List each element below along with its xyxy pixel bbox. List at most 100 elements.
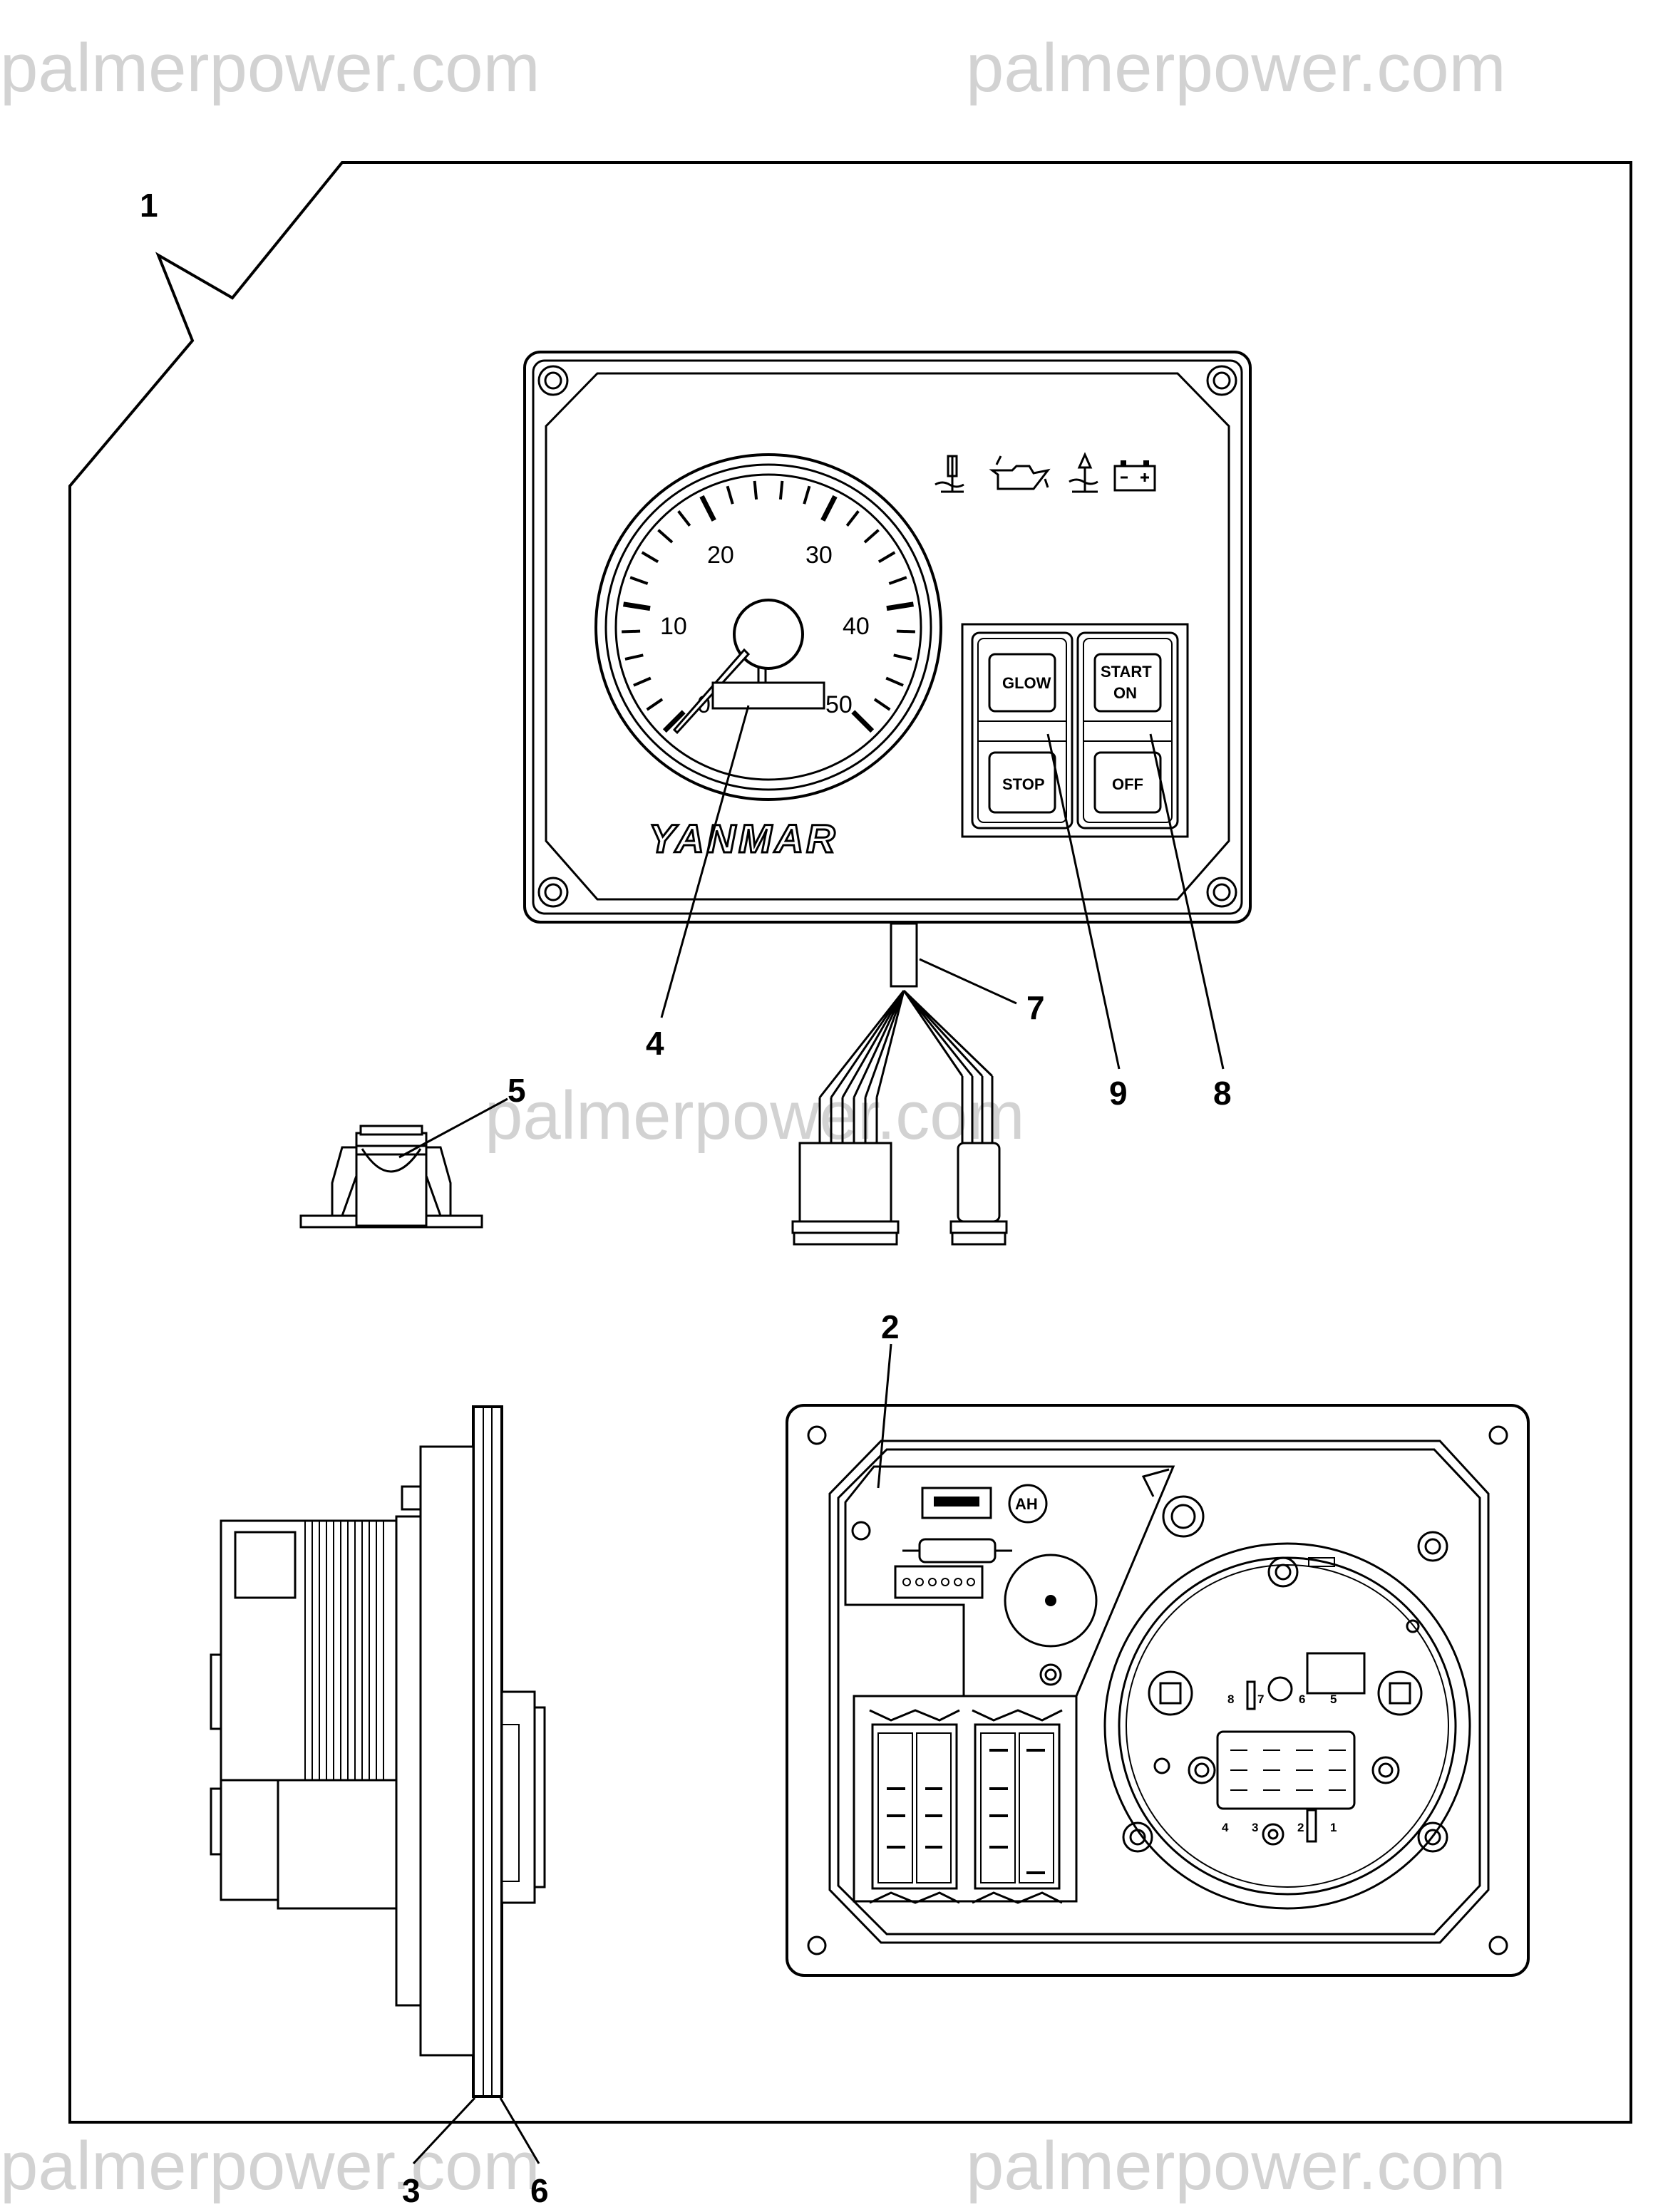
circuit-board: [844, 1465, 1175, 1697]
watermark-bottom-right: palmerpower.com: [966, 2128, 1506, 2204]
dial-tick: [633, 676, 652, 687]
dial-tick: [893, 653, 912, 661]
terminal-label-1: 1: [1330, 1821, 1337, 1834]
rear-panel: AH: [786, 1404, 1530, 1977]
gauge-needle: [672, 648, 751, 735]
callout-9: 9: [1109, 1075, 1128, 1112]
terminal-label-8: 8: [1227, 1692, 1234, 1706]
connector-pin: [941, 1578, 949, 1586]
dial-tick: [820, 495, 838, 522]
callout-1: 1: [140, 187, 158, 224]
switch-backs: [853, 1695, 1078, 1903]
water-in-fuel-icon: [1069, 452, 1098, 493]
mount-hole-br: [1488, 1936, 1508, 1955]
ah-badge-label: AH: [1015, 1495, 1038, 1513]
needle-hub: [733, 599, 804, 670]
tachometer-gauge: 0 10 20 30 40 50: [594, 453, 942, 801]
dial-tick: [851, 710, 875, 733]
connector-pin: [902, 1578, 911, 1586]
on-label: ON: [1113, 684, 1137, 702]
panel-screw-br: [1206, 877, 1237, 908]
dial-tick: [873, 698, 891, 711]
terminal-label-7: 7: [1257, 1692, 1264, 1706]
dial-tick: [646, 698, 664, 711]
dial-tick: [662, 710, 686, 733]
panel-screw-tr: [1206, 365, 1237, 396]
dial-label-10: 10: [660, 613, 687, 640]
dial-tick: [622, 601, 651, 611]
dial-tick: [803, 485, 811, 505]
battery-icon: [1113, 460, 1156, 492]
switch-back-left: [869, 1709, 960, 1904]
side-view-assembly: [210, 1405, 546, 2098]
terminal-label-4: 4: [1222, 1821, 1229, 1834]
dial-tick: [622, 629, 641, 634]
dial-tick-marks: [622, 480, 915, 733]
gauge-back: 8 7 6 5 4 3 2 1: [1103, 1531, 1471, 1910]
dial-tick: [896, 629, 915, 634]
panel-screw-bl: [537, 877, 569, 908]
callout-8: 8: [1213, 1075, 1232, 1112]
terminal-block: [1216, 1730, 1356, 1810]
dial-tick: [657, 529, 674, 544]
callout-3: 3: [402, 2172, 421, 2208]
connector-pin: [967, 1578, 975, 1586]
dial-tick: [629, 576, 649, 585]
terminal-label-5: 5: [1330, 1692, 1337, 1706]
dial-tick: [677, 510, 691, 527]
start-on-button[interactable]: START ON: [1093, 653, 1162, 713]
callout-4: 4: [646, 1025, 664, 1062]
callout-5: 5: [508, 1072, 526, 1109]
connector-small: [949, 1142, 1008, 1246]
dial-tick: [624, 653, 644, 661]
stop-label: STOP: [1002, 775, 1045, 793]
connector-pin: [928, 1578, 937, 1586]
callout-2: 2: [881, 1308, 900, 1345]
ah-badge: [1008, 1484, 1048, 1524]
dial-tick: [699, 495, 716, 522]
glow-button[interactable]: GLOW: [988, 653, 1056, 713]
wire-harness: [818, 922, 994, 1144]
connector-pin: [954, 1578, 962, 1586]
dial-label-50: 50: [825, 691, 853, 718]
oil-pressure-icon: [989, 455, 1051, 490]
dial-tick: [886, 601, 915, 611]
part-5-clip: [299, 1125, 483, 1229]
hour-meter-window: [711, 681, 825, 710]
dial-label-30: 30: [805, 542, 833, 569]
switch-back-right: [972, 1709, 1063, 1904]
callout-6: 6: [530, 2172, 549, 2208]
mount-hole-tl: [807, 1425, 827, 1445]
switch-cluster: GLOW START ON STOP OFF: [961, 623, 1189, 838]
watermark-top-left: palmerpower.com: [0, 30, 540, 106]
cooling-fins: [304, 1521, 384, 1780]
mount-hole-bl: [807, 1936, 827, 1955]
terminal-label-2: 2: [1297, 1821, 1304, 1834]
watermark-bottom-left: palmerpower.com: [0, 2128, 540, 2204]
dial-tick: [778, 480, 784, 500]
off-label: OFF: [1112, 775, 1143, 793]
connector-large: [791, 1142, 900, 1246]
dial-tick: [888, 576, 907, 585]
dial-tick: [753, 480, 758, 500]
stop-button[interactable]: STOP: [988, 751, 1056, 814]
callout-7: 7: [1026, 989, 1045, 1026]
off-button[interactable]: OFF: [1093, 751, 1162, 814]
coolant-temp-icon: [935, 455, 964, 493]
dial-tick: [641, 551, 659, 564]
dial-tick: [726, 485, 734, 505]
mount-hole-tr: [1488, 1425, 1508, 1445]
dial-tick: [863, 529, 880, 544]
terminal-label-6: 6: [1299, 1692, 1305, 1706]
terminal-label-3: 3: [1252, 1821, 1258, 1834]
dial-tick: [885, 676, 904, 687]
instrument-panel-front: 0 10 20 30 40 50 GLOW: [523, 351, 1252, 924]
dial-tick: [845, 510, 860, 527]
glow-label: GLOW: [1002, 674, 1051, 692]
watermark-center: palmerpower.com: [485, 1077, 1025, 1154]
dial-label-40: 40: [843, 613, 870, 640]
dial-label-20: 20: [707, 542, 734, 569]
panel-screw-tl: [537, 365, 569, 396]
